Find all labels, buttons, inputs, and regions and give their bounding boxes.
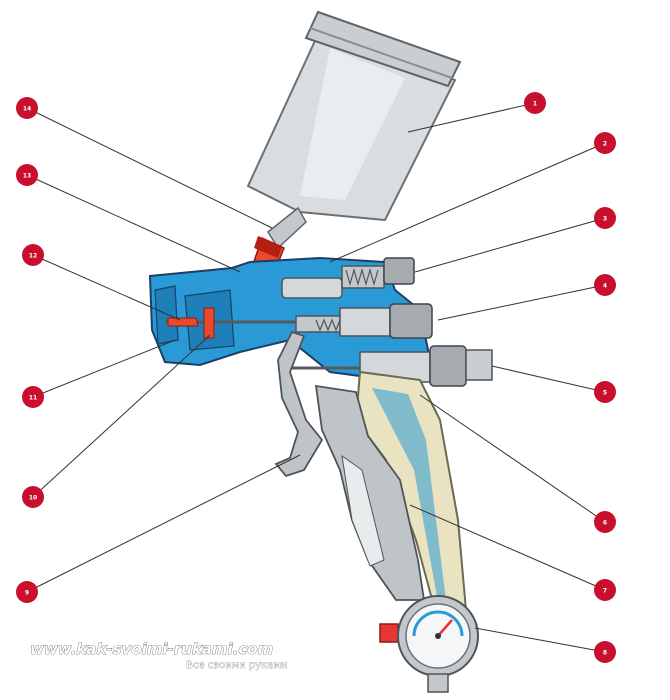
paint-cup <box>237 10 462 320</box>
callout-9: 9 <box>16 581 38 603</box>
svg-text:2: 2 <box>603 141 607 148</box>
gun-body <box>148 256 493 387</box>
svg-text:1: 1 <box>533 101 537 108</box>
callout-8: 8 <box>594 641 616 663</box>
callout-3: 3 <box>594 207 616 229</box>
callout-14: 14 <box>16 97 38 119</box>
callout-2: 2 <box>594 132 616 154</box>
watermark-site: www.kak-svoimi-rukami.com <box>30 640 273 658</box>
callout-1: 1 <box>524 92 546 114</box>
callout-5: 5 <box>594 381 616 403</box>
svg-text:7: 7 <box>603 588 607 595</box>
svg-text:8: 8 <box>603 650 607 657</box>
svg-text:10: 10 <box>29 495 37 502</box>
callout-10: 10 <box>22 486 44 508</box>
callout-7: 7 <box>594 579 616 601</box>
svg-text:4: 4 <box>603 283 607 290</box>
svg-text:3: 3 <box>603 216 607 223</box>
svg-text:11: 11 <box>29 395 37 402</box>
svg-text:13: 13 <box>23 173 31 180</box>
callout-11: 11 <box>22 386 44 408</box>
leader-lines <box>26 102 606 653</box>
callout-12: 12 <box>22 244 44 266</box>
svg-text:14: 14 <box>23 106 31 113</box>
pressure-gauge <box>379 595 479 693</box>
callout-4: 4 <box>594 274 616 296</box>
handle <box>314 370 468 616</box>
svg-text:12: 12 <box>29 253 37 260</box>
callout-6: 6 <box>594 511 616 533</box>
svg-text:5: 5 <box>603 390 607 397</box>
svg-text:6: 6 <box>603 520 607 527</box>
svg-text:9: 9 <box>25 590 29 597</box>
watermark-tagline: Все своими руками <box>186 660 287 671</box>
watermark: www.kak-svoimi-rukami.com Все своими рук… <box>30 640 288 672</box>
trigger <box>274 330 324 478</box>
callout-13: 13 <box>16 164 38 186</box>
